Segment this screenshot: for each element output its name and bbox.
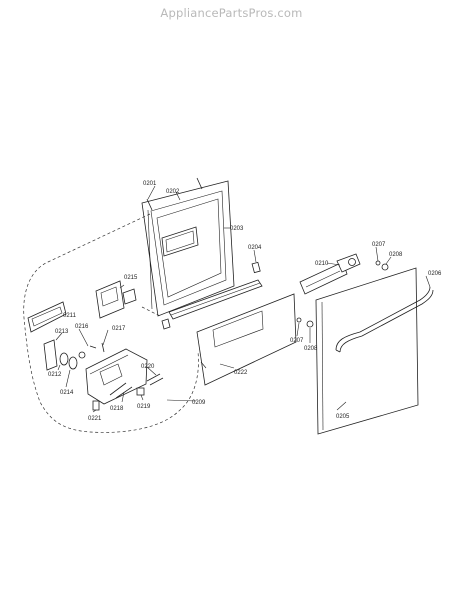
label-0210: 0210 [315, 261, 329, 267]
outer-door-panel [315, 267, 434, 435]
rinse-aid-housing [95, 280, 137, 319]
label-0201: 0201 [143, 181, 157, 187]
label-0218: 0218 [110, 406, 124, 412]
door-latch [299, 253, 361, 295]
label-0216: 0216 [75, 324, 89, 330]
label-0215: 0215 [124, 275, 138, 281]
label-0208-upper: 0208 [389, 252, 403, 258]
label-0206: 0206 [428, 271, 442, 277]
label-0217: 0217 [112, 326, 126, 332]
dispenser-body [85, 348, 148, 411]
label-0209: 0209 [192, 400, 206, 406]
label-0222: 0222 [234, 370, 248, 376]
label-0204: 0204 [248, 245, 262, 251]
dispenser-small-parts [43, 339, 105, 371]
inner-door-frame [141, 177, 235, 317]
door-seal-strip [161, 261, 263, 330]
label-0208-lower: 0208 [304, 346, 318, 352]
watermark: AppliancePartsPros.com [160, 6, 303, 20]
dispenser-cover [27, 301, 67, 333]
label-0211: 0211 [63, 313, 77, 319]
label-0221: 0221 [88, 416, 102, 422]
label-0219: 0219 [137, 404, 151, 410]
label-0213: 0213 [55, 329, 69, 335]
label-0220: 0220 [141, 364, 155, 370]
label-0205: 0205 [336, 414, 350, 420]
label-0214: 0214 [60, 390, 74, 396]
fasteners [296, 260, 389, 328]
label-0207-lower: 0207 [290, 338, 304, 344]
label-0207-upper: 0207 [372, 242, 386, 248]
label-0212: 0212 [48, 372, 62, 378]
leader-lines [55, 185, 431, 413]
label-0202: 0202 [166, 189, 180, 195]
label-0203: 0203 [230, 226, 244, 232]
dispenser-group-outline [23, 213, 199, 433]
inner-panel [196, 293, 297, 386]
